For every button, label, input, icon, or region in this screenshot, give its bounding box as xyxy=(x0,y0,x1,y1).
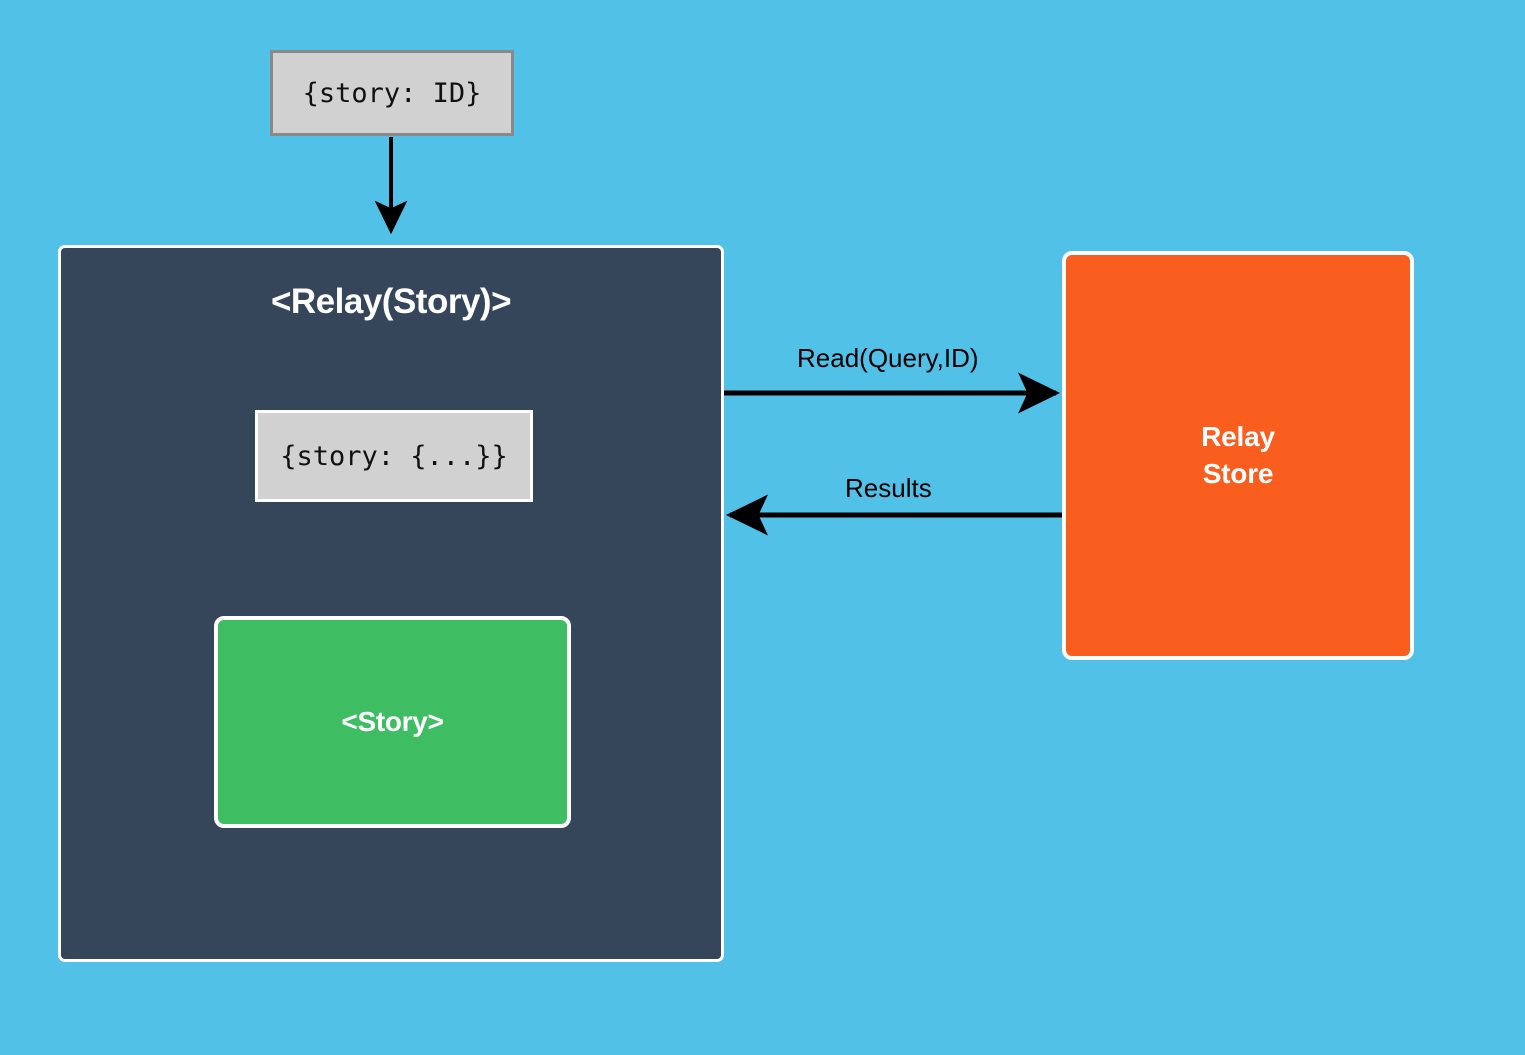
props-input-label: {story: ID} xyxy=(302,77,482,109)
edge-label-results: Results xyxy=(845,473,932,503)
relay-store-label-line1: Relay xyxy=(1201,420,1275,452)
relay-store-label: Relay Store xyxy=(1201,419,1275,493)
props-output-box: {story: {...}} xyxy=(255,410,533,502)
relay-store-box: Relay Store xyxy=(1062,251,1414,660)
story-component-label: <Story> xyxy=(341,706,444,737)
edge-label-read: Read(Query,ID) xyxy=(797,343,979,373)
props-output-label: {story: {...}} xyxy=(280,440,508,472)
story-component-box: <Story> xyxy=(214,616,571,828)
relay-container-title: <Relay(Story)> xyxy=(270,282,512,321)
relay-container-panel: <Relay(Story)> {story: {...}} <Story> xyxy=(58,245,724,962)
relay-store-label-line2: Store xyxy=(1202,457,1274,489)
props-input-box: {story: ID} xyxy=(270,50,514,136)
